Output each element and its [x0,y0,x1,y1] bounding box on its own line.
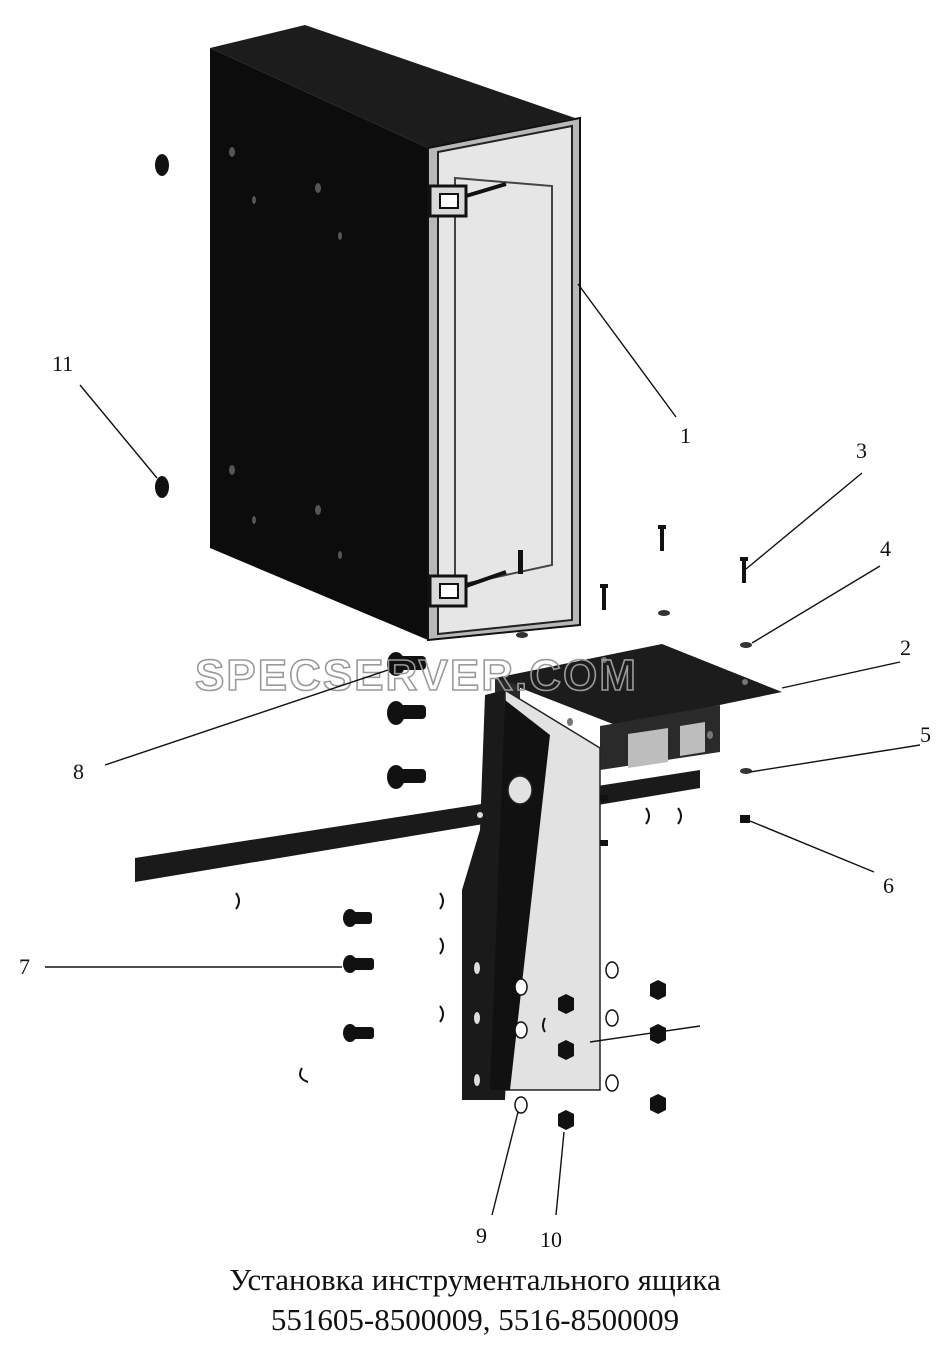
callout-11: 11 [52,351,73,376]
callout-5: 5 [920,722,931,747]
callout-9: 9 [476,1223,487,1248]
nut-6 [740,815,750,823]
clips [235,807,682,1083]
nuts-10 [558,980,666,1130]
mounting-plate [462,688,601,1100]
leader-lines [45,283,921,1216]
callout-4: 4 [880,536,891,561]
callout-7: 7 [19,954,30,979]
washers-4 [516,610,752,648]
caption-title: Установка инструментального ящика [229,1262,721,1297]
bolts-3 [600,525,748,610]
latch-top [428,182,507,218]
callout-3: 3 [856,438,867,463]
plug-11 [155,154,169,498]
bolts-7 [343,909,374,1042]
washer-5 [740,768,752,774]
tool-box [210,25,581,642]
callout-8: 8 [73,759,84,784]
side-face-holes [229,147,342,559]
callout-1: 1 [680,423,691,448]
frame-rod [135,770,700,882]
callout-2: 2 [900,635,911,660]
caption-part-numbers: 551605-8500009, 5516-8500009 [270,1302,680,1337]
bolts-8 [387,652,426,789]
tool-box-door [437,124,573,636]
callout-10: 10 [540,1227,562,1252]
washers-9 [514,961,619,1114]
watermark: SPECSERVER.COM [195,651,638,700]
latch-bottom [428,570,507,608]
callout-6: 6 [883,873,894,898]
